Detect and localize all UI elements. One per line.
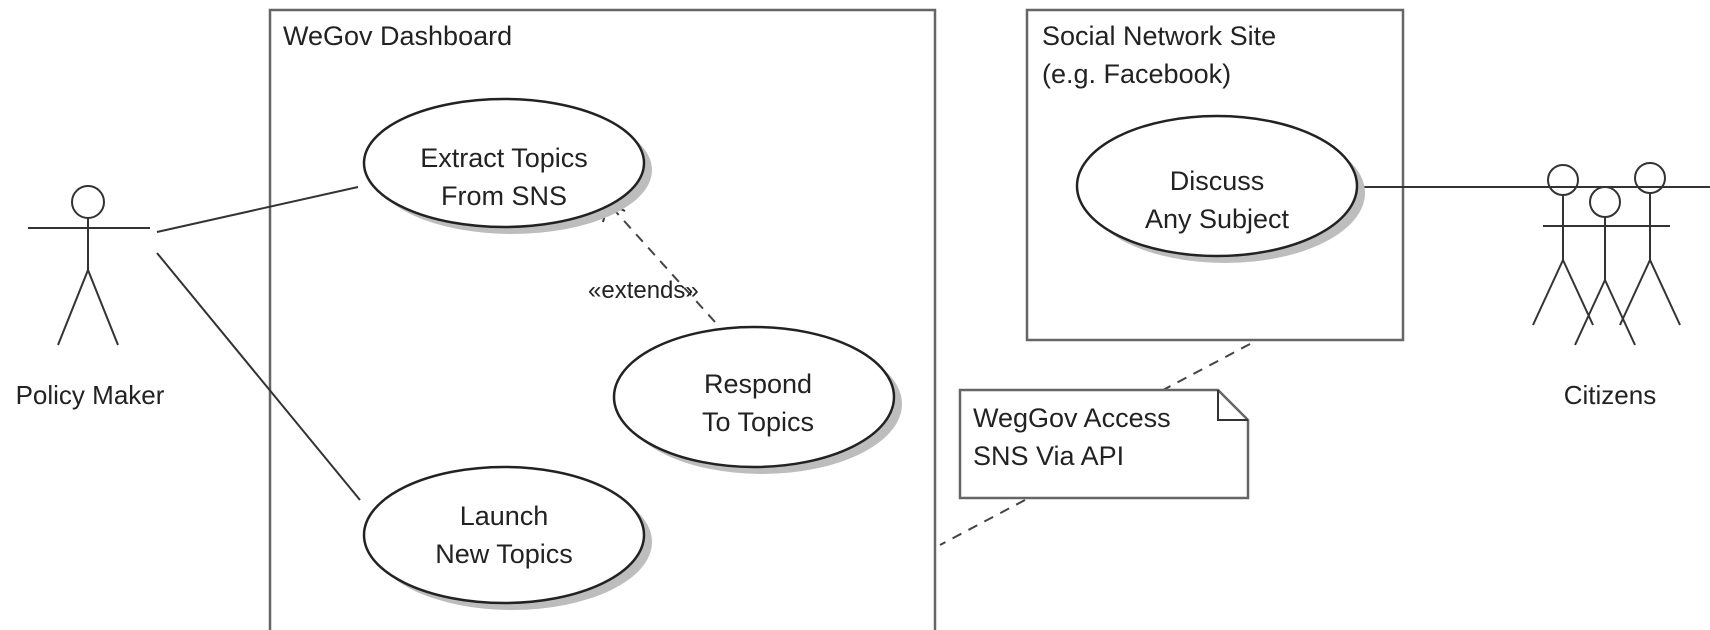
respond-to-topics-line2: To Topics: [702, 407, 814, 437]
social-network-site-subtitle: (e.g. Facebook): [1042, 59, 1231, 89]
association-policy-maker-extract: [156, 186, 359, 233]
use-case-discuss-any-subject: Discuss Any Subject: [1075, 114, 1365, 263]
launch-new-topics-line1: Launch: [460, 501, 549, 531]
use-case-launch-new-topics: Launch New Topics: [362, 465, 652, 610]
wegov-dashboard-title: WeGov Dashboard: [283, 21, 512, 51]
use-case-extract-topics: Extract Topics From SNS: [362, 97, 652, 234]
note-line1: WegGov Access: [973, 403, 1171, 433]
policy-maker-stick-figure-icon: [28, 185, 150, 346]
respond-to-topics-line1: Respond: [704, 369, 812, 399]
policy-maker-label: Policy Maker: [16, 380, 165, 410]
note-anchor-to-dashboard: [939, 499, 1026, 546]
extract-topics-line1: Extract Topics: [420, 143, 588, 173]
extends-label: «extends»: [588, 277, 699, 304]
note-anchor-to-sns: [1162, 343, 1251, 391]
api-access-note: WegGov Access SNS Via API: [958, 388, 1250, 500]
citizens-label: Citizens: [1564, 380, 1656, 410]
note-folded-corner: [1217, 390, 1248, 421]
use-case-respond-to-topics: Respond To Topics: [612, 325, 902, 474]
actor-policy-maker: Policy Maker: [16, 185, 165, 410]
actor-citizens: Citizens: [1497, 162, 1710, 410]
discuss-line2: Any Subject: [1145, 204, 1290, 234]
discuss-line1: Discuss: [1170, 166, 1265, 196]
extract-topics-line2: From SNS: [441, 181, 567, 211]
note-line2: SNS Via API: [973, 441, 1124, 471]
launch-new-topics-line2: New Topics: [435, 539, 573, 569]
social-network-site-title: Social Network Site: [1042, 21, 1276, 51]
note-shape: [958, 388, 1250, 500]
association-policy-maker-launch: [156, 252, 361, 501]
citizens-group-icon: [1497, 162, 1710, 346]
extends-dependency-line: [607, 202, 716, 323]
